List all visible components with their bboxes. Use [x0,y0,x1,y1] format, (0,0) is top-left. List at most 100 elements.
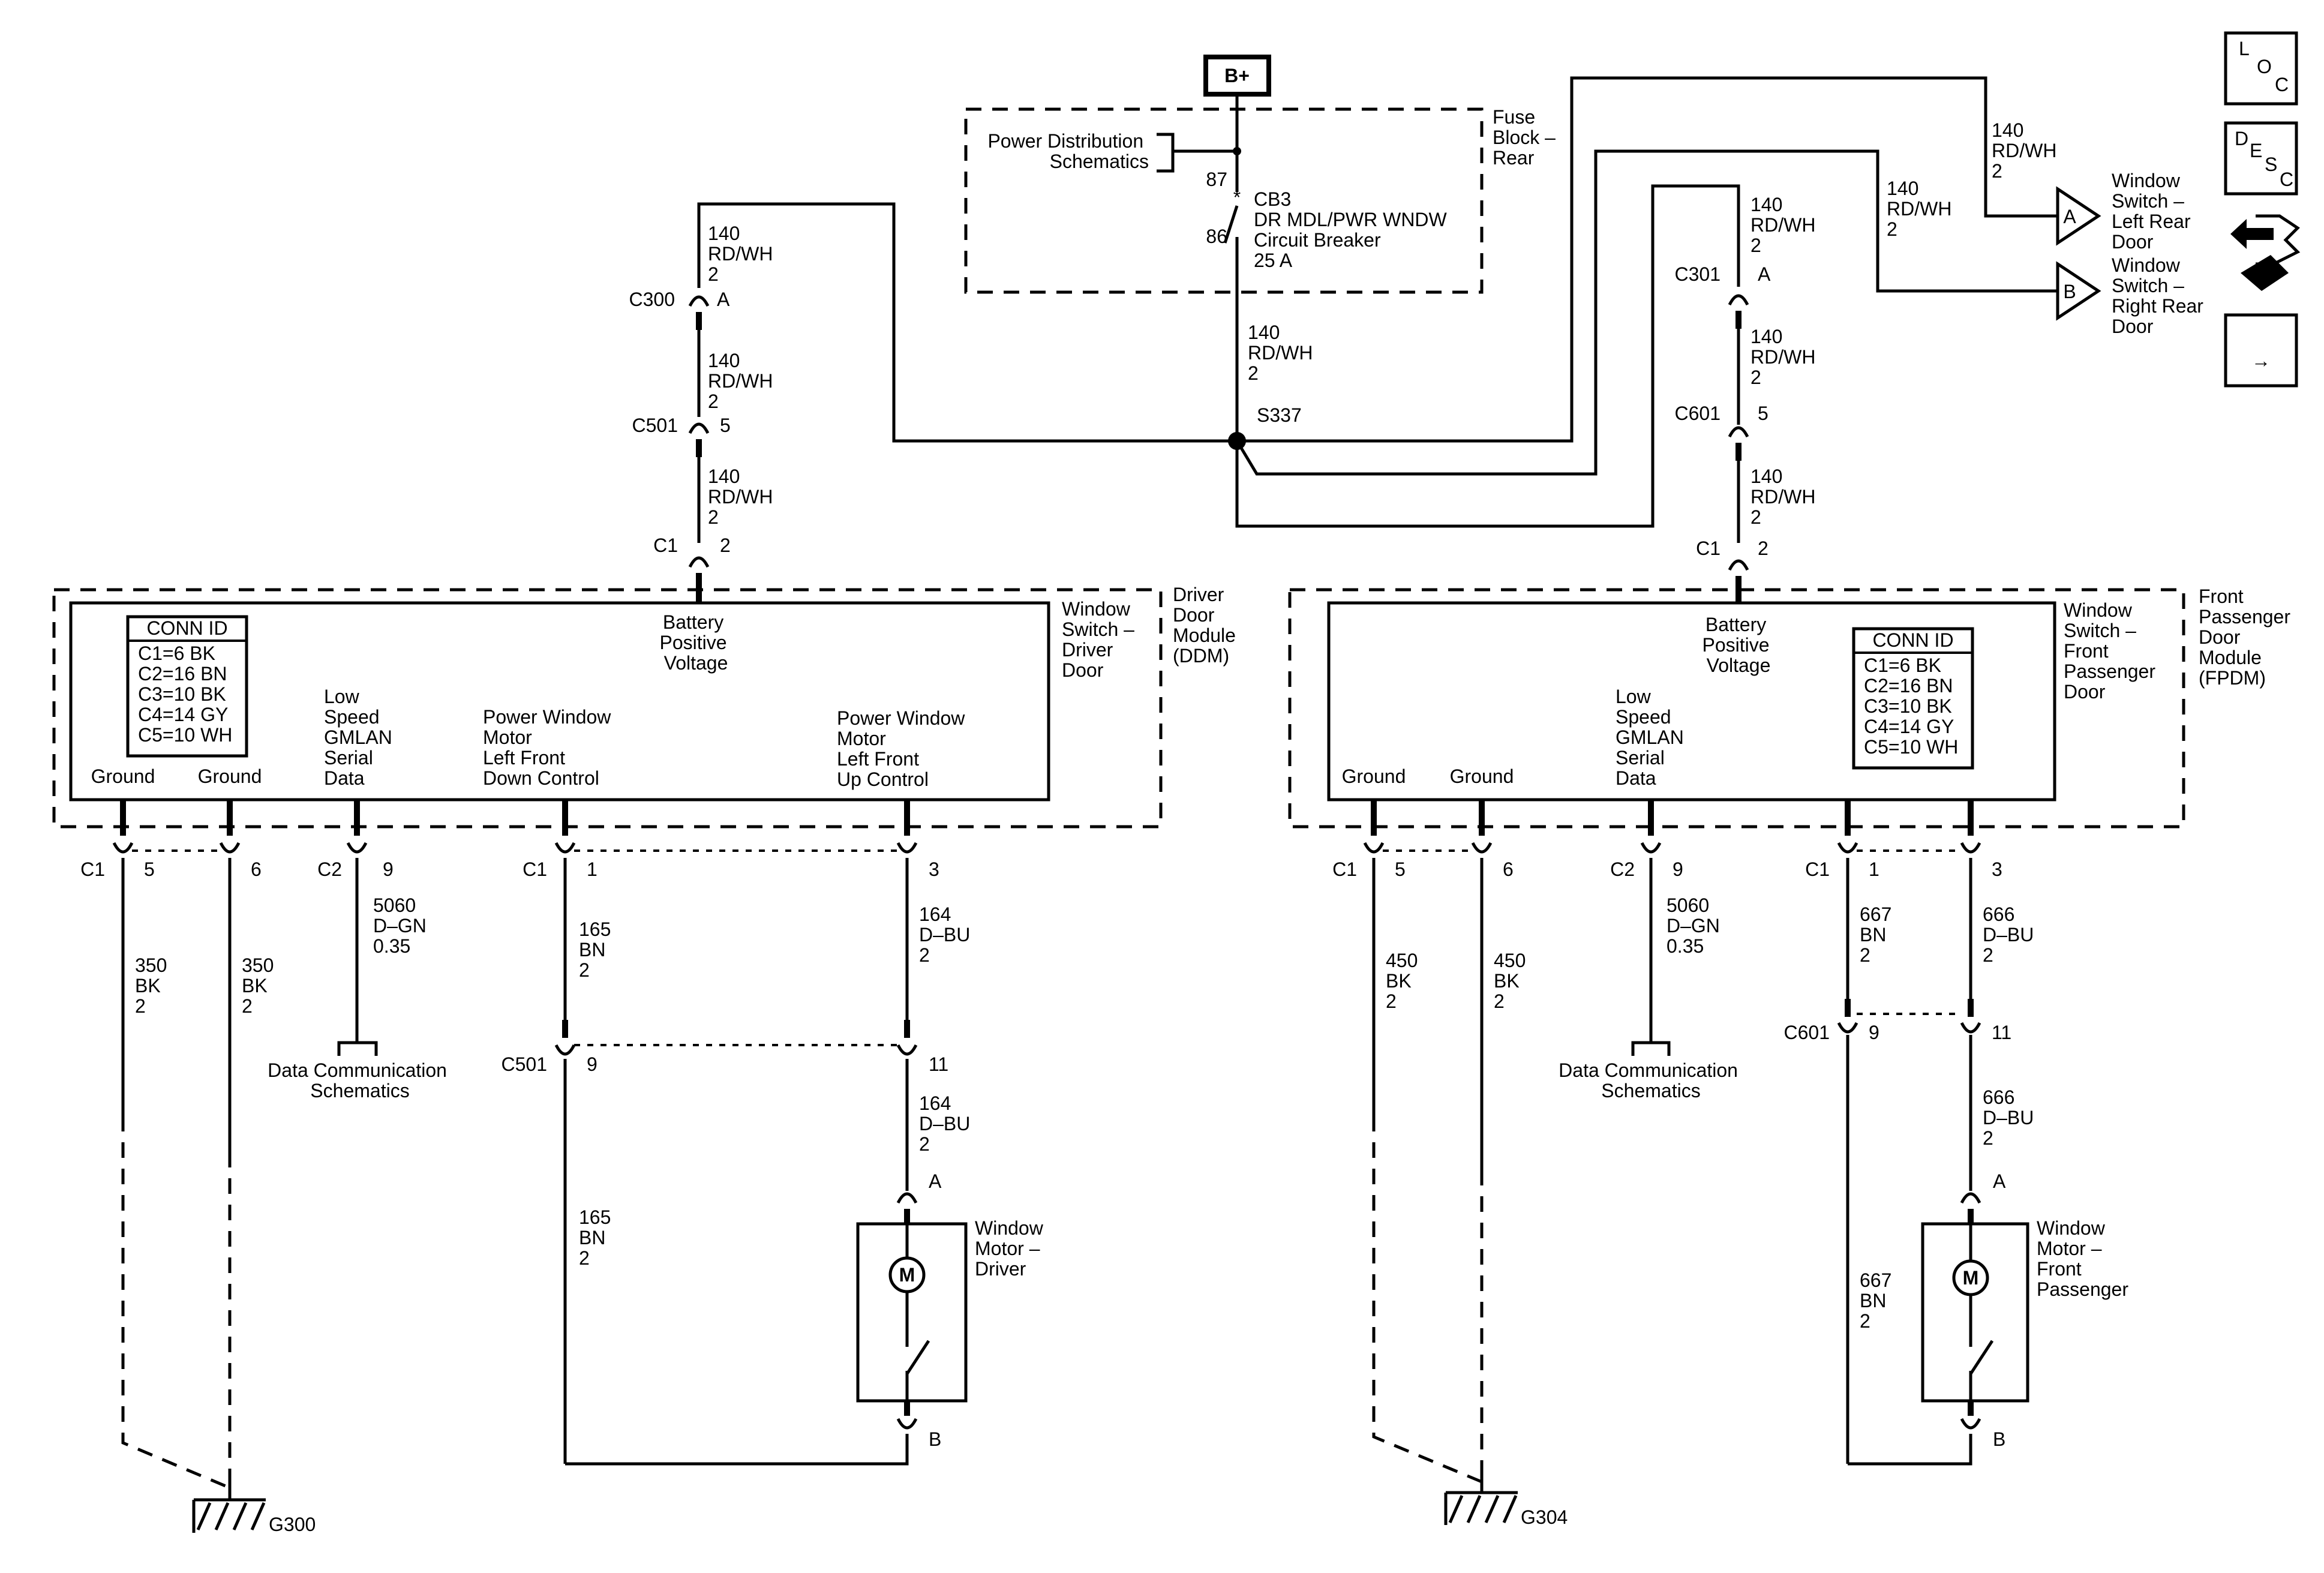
driver-feed-wire [697,202,1237,443]
ddm-lowspeed-label: Low Speed GMLAN Serial Data [324,686,398,789]
ground-g304-icon [1444,1476,1518,1525]
pds-schematics-ref[interactable]: Power Distribution Schematics [987,130,1149,172]
next-page-button[interactable]: → [2224,313,2298,388]
ddm-wire-165-b: 165 BN 2 [579,1206,616,1269]
ground-g300-icon [192,1482,266,1533]
breaker-label: CB3 DR MDL/PWR WNDW Circuit Breaker 25 A [1254,188,1452,271]
ddm-motor-pin-b: B [929,1428,941,1450]
splice-label: S337 [1257,404,1302,426]
fpdm-pin-stubs [1363,800,1981,854]
wire-label-140-rr: 140 RD/WH 2 [1887,178,1957,240]
ddm-pin-stubs [112,800,918,854]
ddm-c1-feed-label: C1 [653,535,678,556]
fpdm-motor-pin-a: A [1993,1170,2006,1192]
breaker-contact-icon: * [1233,187,1241,208]
fpdm-wire-666-a: 666 D–BU 2 [1983,903,2039,966]
fpdm-c1-pin6: 6 [1503,858,1514,880]
fpdm-ground1-label: Ground [1342,766,1406,787]
arrow-right-icon: → [2251,350,2271,371]
loc-button[interactable]: L O C [2224,31,2298,106]
fpdm-data-comm-ref[interactable]: Data Communication Schematics [1559,1059,1743,1101]
rear-left-switch-label: Window Switch – Left Rear Door [2112,170,2196,253]
ddm-c1b-pin3: 3 [929,858,939,880]
ddm-c1b-label: C1 [523,858,547,880]
fpdm-wire-5060: 5060 D–GN 0.35 [1667,894,1725,957]
connector-tool-icon[interactable] [2230,214,2301,291]
fpdm-c1b-label: C1 [1805,858,1830,880]
ddm-data-comm-ref[interactable]: Data Communication Schematics [268,1059,452,1101]
fpdm-ground2-label: Ground [1450,766,1514,787]
fpdm-battery-label: Battery Positive Voltage [1703,614,1775,676]
c301-label: C301 [1675,263,1721,285]
ddm-wire-164-b: 164 D–BU 2 [919,1092,975,1155]
rear-a-letter: A [2063,206,2076,227]
wire-label-140-d1: 140 RD/WH 2 [708,223,778,285]
wire-label-140-rl: 140 RD/WH 2 [1992,119,2062,182]
desc-button[interactable]: D E S C [2224,121,2298,196]
desc-icon: D E S C [2235,128,2293,190]
ddm-wire-350-b: 350 BK 2 [242,954,279,1017]
battery-positive-source: B+ [1203,55,1271,109]
driver-door-module[interactable]: Driver Door Module (DDM) Window Switch –… [52,584,1241,828]
passenger-feed-wire [1235,184,1740,528]
fpdm-c601-label: C601 [1784,1022,1830,1043]
fuse-block-label: Fuse Block – Rear [1493,106,1561,169]
fpdm-outer-label: Front Passenger Door Module (FPDM) [2199,586,2296,689]
fpdm-conn-title: CONN ID [1872,629,1953,651]
ddm-c1-pin6: 6 [251,858,262,880]
window-motor-driver[interactable]: M [856,1192,968,1430]
passenger-feed-connectors: 140 RD/WH 2 C301 A 140 RD/WH 2 C601 5 14… [1675,194,1821,603]
ddm-wire-5060: 5060 D–GN 0.35 [373,894,432,957]
ddm-c2-pin: 9 [383,858,394,880]
ddm-c1-pin5: 5 [144,858,155,880]
front-passenger-door-module[interactable]: Front Passenger Door Module (FPDM) Windo… [1288,586,2296,828]
fpdm-c601-pin11: 11 [1992,1022,2011,1043]
rear-left-switch-ref[interactable]: A Window Switch – Left Rear Door [2056,170,2196,253]
fpdm-wire-450-a: 450 BK 2 [1386,950,1423,1012]
left-rear-feed-wire [1237,76,2058,443]
fpdm-c2-pin: 9 [1673,858,1683,880]
window-motor-front-passenger[interactable]: M [1921,1192,2029,1430]
ddm-inner-label: Window Switch – Driver Door [1062,598,1140,681]
fpdm-c1-pin5: 5 [1395,858,1406,880]
rear-b-letter: B [2063,281,2076,302]
wire-label-140-p2: 140 RD/WH 2 [1750,326,1821,388]
fpdm-c1-feed-pin: 2 [1758,538,1768,559]
circuit-breaker-icon [1223,205,1239,244]
c301-pin: A [1758,263,1771,285]
wire-label-140-main: 140 RD/WH 2 [1248,322,1318,384]
ddm-c501-pin9: 9 [587,1053,597,1075]
fpdm-lowspeed-label: Low Speed GMLAN Serial Data [1616,686,1689,789]
fpdm-wire-450-b: 450 BK 2 [1494,950,1531,1012]
wire-label-140-p1: 140 RD/WH 2 [1750,194,1821,256]
fpdm-conn-list: C1=6 BK C2=16 BN C3=10 BK C4=14 GY C5=10… [1864,655,1959,758]
fuse-block-rear: Fuse Block – Rear Power Distribution Sch… [964,106,1561,294]
c300-label: C300 [629,289,675,310]
fpdm-wire-667-a: 667 BN 2 [1860,903,1897,966]
ddm-c501-connector [554,1020,918,1056]
ground-g304-label: G304 [1521,1506,1568,1528]
fpdm-c1-gnd-label: C1 [1332,858,1357,880]
c501-pin: 5 [720,415,731,436]
fpdm-inner-label: Window Switch – Front Passenger Door [2064,599,2161,703]
ddm-motor-label: Window Motor – Driver [975,1217,1049,1280]
pin-87: 87 [1206,169,1227,190]
ddm-motor-pin-a: A [929,1170,942,1192]
ddm-pw-down-label: Power Window Motor Left Front Down Contr… [483,706,616,789]
fpdm-c601-pin9: 9 [1869,1022,1879,1043]
ddm-c1b-pin1: 1 [587,858,597,880]
fpdm-conn-id-box: CONN ID C1=6 BK C2=16 BN C3=10 BK C4=14 … [1852,627,1974,770]
ddm-wire-350-a: 350 BK 2 [135,954,172,1017]
ddm-pw-up-label: Power Window Motor Left Front Up Control [837,707,970,790]
ddm-ground1-label: Ground [91,766,155,787]
rear-right-switch-ref[interactable]: B Window Switch – Right Rear Door [2056,254,2209,337]
motor-switch-icon [1969,1340,1994,1375]
ddm-c1-gnd-label: C1 [80,858,105,880]
fpdm-c2-label: C2 [1610,858,1635,880]
ddm-conn-list: C1=6 BK C2=16 BN C3=10 BK C4=14 GY C5=10… [138,643,233,746]
wire-label-140-d2: 140 RD/WH 2 [708,350,778,412]
ddm-wire-165-a: 165 BN 2 [579,918,616,981]
c501-label: C501 [632,415,678,436]
motor-symbol: M [1963,1267,1979,1289]
